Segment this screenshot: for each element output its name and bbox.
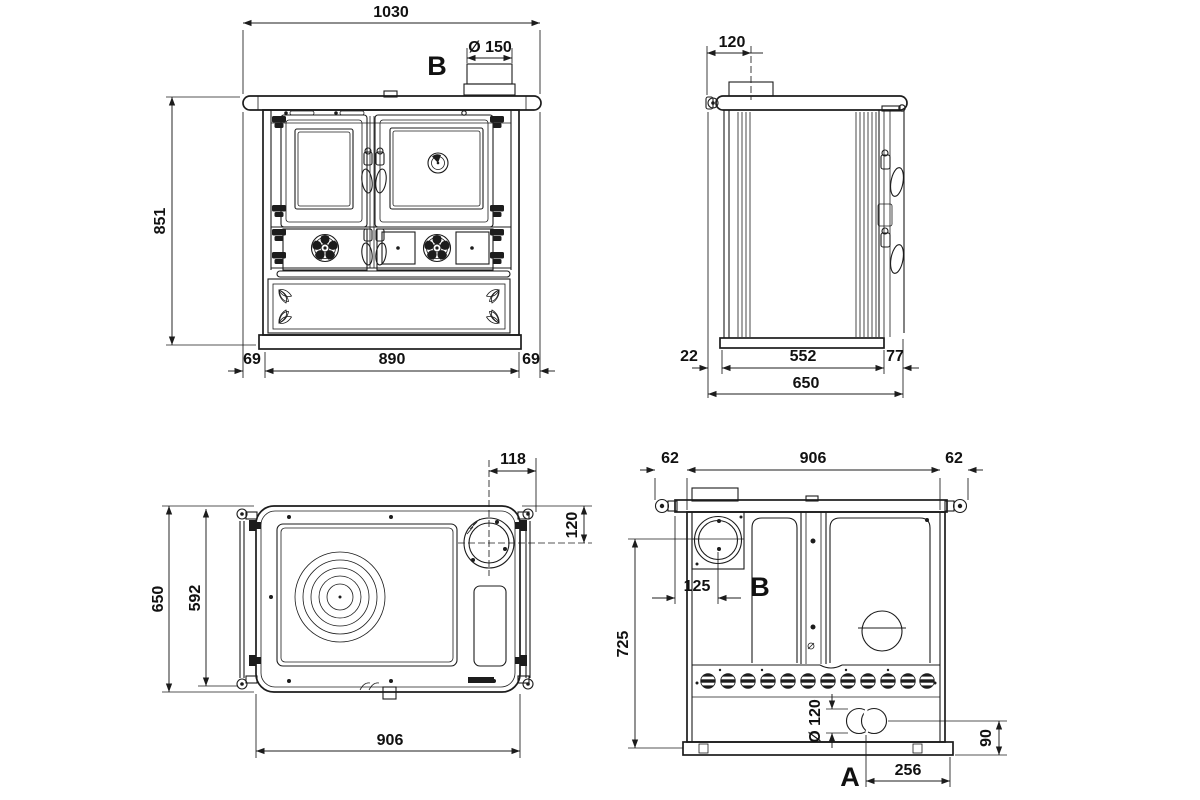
dim-label: 69 xyxy=(522,351,540,368)
dim-back-outlet-diameter: Ø 120 xyxy=(807,694,848,748)
front-plinth xyxy=(258,334,522,350)
top-handrails xyxy=(236,508,534,690)
cooking-rings xyxy=(294,551,386,643)
dim-back-outlet-offset: 256 A xyxy=(840,735,951,792)
dim-label: 69 xyxy=(243,351,261,368)
back-round-cover xyxy=(858,610,906,652)
front-view: 1030 Ø 150 B 851 69 890 69 xyxy=(152,4,555,378)
front-ash-panel-right xyxy=(376,228,494,271)
side-body xyxy=(723,110,905,338)
dim-label: 62 xyxy=(661,450,679,467)
air-vent-rosette xyxy=(422,233,452,263)
side-view: 120 22 552 77 650 xyxy=(680,34,919,398)
front-wood-drawer xyxy=(267,278,511,334)
front-door-handles xyxy=(361,147,387,266)
side-worktop xyxy=(705,81,908,111)
top-worktop xyxy=(255,505,521,693)
front-hinges xyxy=(272,116,504,264)
dim-label: 90 xyxy=(978,729,995,747)
top-flue-opening xyxy=(458,460,592,576)
dim-label: 552 xyxy=(790,348,817,365)
flue-label-b: B xyxy=(427,51,447,81)
handle-knob xyxy=(888,166,906,198)
dim-label: 256 xyxy=(895,762,922,779)
side-door-handles xyxy=(877,104,906,275)
dim-label: 120 xyxy=(564,512,581,539)
side-base xyxy=(719,337,885,349)
dim-back-flue-offset: 125 B xyxy=(652,516,770,604)
flue-label-b: B xyxy=(750,572,770,602)
dim-label: Ø 120 xyxy=(807,699,824,743)
oven-thermometer-icon xyxy=(427,152,449,174)
back-outlet-a xyxy=(845,707,888,735)
dim-top-inner-depth: 592 xyxy=(187,508,238,687)
dim-side-flue-offset: 120 xyxy=(706,34,763,100)
front-firebox-door xyxy=(280,114,368,228)
dim-label: 120 xyxy=(719,34,746,51)
dim-label: 725 xyxy=(615,631,632,658)
front-body xyxy=(262,109,520,336)
dim-side-bottom-depths: 22 552 77 xyxy=(680,112,919,398)
dim-front-flue-diameter: Ø 150 B xyxy=(427,39,513,81)
front-worktop xyxy=(242,90,542,111)
dim-top-overall-depth: 650 xyxy=(150,505,254,693)
drawer-flourish xyxy=(486,309,500,324)
dim-label: 890 xyxy=(379,351,406,368)
dim-label: 22 xyxy=(680,348,698,365)
dim-top-flue-right: 118 xyxy=(489,451,537,512)
outlet-label-a: A xyxy=(840,762,860,792)
front-towel-rail xyxy=(276,270,511,278)
top-view: 118 120 650 592 906 xyxy=(150,451,592,758)
top-cooking-plate xyxy=(276,523,458,667)
front-flue-collar xyxy=(463,63,516,96)
dim-label: 77 xyxy=(886,348,904,365)
dim-front-bottom-widths: 69 890 69 xyxy=(228,112,555,378)
dim-top-width: 906 xyxy=(255,694,521,758)
dim-back-top-widths: 62 906 62 xyxy=(640,450,983,510)
back-view: 62 906 62 125 B 725 Ø 120 xyxy=(615,450,1007,792)
air-vent-rosette xyxy=(310,233,340,263)
dim-front-overall-height: 851 xyxy=(152,96,256,346)
front-ash-panel-left xyxy=(282,228,368,271)
drawer-flourish xyxy=(278,289,292,304)
front-oven-door xyxy=(374,114,494,228)
dim-label: 125 xyxy=(684,578,711,595)
dim-label: 118 xyxy=(500,451,526,468)
dim-side-overall-depth: 650 xyxy=(708,375,903,398)
dim-top-flue-top: 120 xyxy=(522,505,592,543)
dim-label: 1030 xyxy=(373,4,409,21)
drawer-flourish xyxy=(486,289,500,304)
dim-label: 851 xyxy=(152,208,169,235)
drawer-flourish xyxy=(278,309,292,324)
dim-label: Ø 150 xyxy=(468,39,512,56)
back-base xyxy=(682,741,954,756)
top-details xyxy=(269,515,507,700)
dim-label: 906 xyxy=(377,732,404,749)
dim-label: 650 xyxy=(150,586,167,613)
dim-back-flue-height: 725 xyxy=(615,538,700,749)
back-worktop xyxy=(654,487,968,514)
back-vent-band xyxy=(692,664,940,698)
dim-front-overall-width: 1030 xyxy=(242,4,541,94)
dim-back-outlet-height: 90 xyxy=(888,720,1007,756)
dim-label: 592 xyxy=(187,585,204,612)
back-panels xyxy=(751,512,931,664)
handle-knob xyxy=(888,243,906,275)
dim-label: 650 xyxy=(793,375,820,392)
dim-label: 906 xyxy=(800,450,827,467)
dim-label: 62 xyxy=(945,450,963,467)
